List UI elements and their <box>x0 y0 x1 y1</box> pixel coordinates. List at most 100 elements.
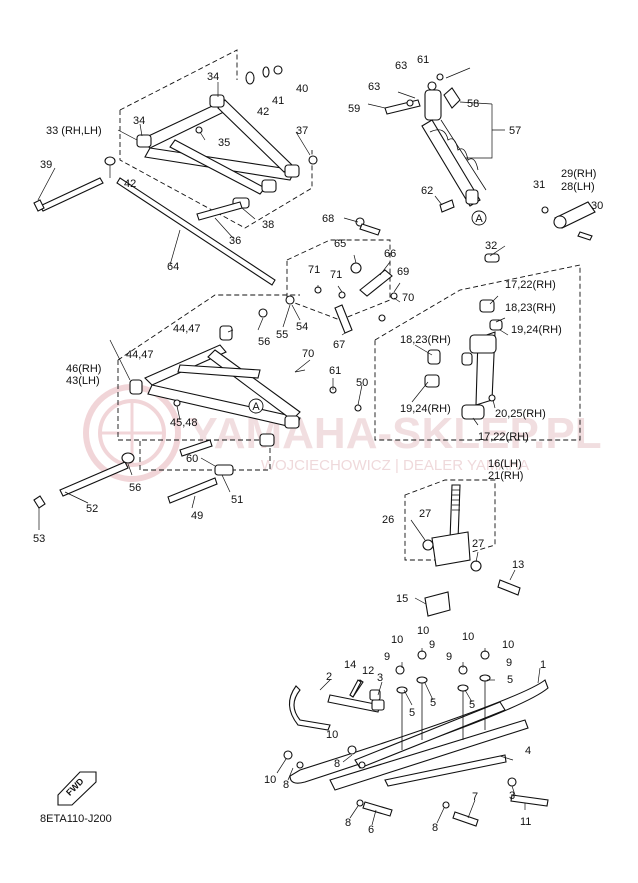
part-label-6: 6 <box>368 824 374 836</box>
part-label-68: 68 <box>322 213 334 225</box>
part-label-50: 50 <box>356 377 368 389</box>
part-label-5a: 5 <box>409 707 415 719</box>
part-label-11: 11 <box>520 816 531 828</box>
watermark-subtitle: WOJCIECHOWICZ | DEALER YAMAHA <box>261 457 529 474</box>
part-label-9d: 9 <box>506 657 512 669</box>
part-label-21: 21(RH) <box>488 470 523 482</box>
part-label-3a: 3 <box>377 672 383 684</box>
part-label-20: 20,25(RH) <box>495 408 546 420</box>
ski-assembly <box>288 679 549 791</box>
part-label-37: 37 <box>296 125 308 137</box>
part-label-59: 59 <box>348 103 360 115</box>
part-label-16: 16(LH) <box>488 458 522 470</box>
watermark-logo-icon <box>83 384 181 482</box>
part-label-40: 40 <box>296 83 308 95</box>
steering-spindle <box>422 484 521 617</box>
part-label-33: 33 (RH,LH) <box>46 125 102 137</box>
part-label-29: 29(RH) <box>561 168 596 180</box>
part-label-70a: 70 <box>302 348 314 360</box>
part-label-56a: 56 <box>258 336 270 348</box>
upper-a-arm <box>33 65 318 221</box>
lower-a-arm <box>33 295 362 509</box>
steering-spindle-group-box <box>404 479 496 561</box>
part-label-34b: 34 <box>133 115 145 127</box>
part-label-10f: 10 <box>264 774 276 786</box>
part-label-9a: 9 <box>384 651 390 663</box>
part-label-12: 12 <box>362 665 374 677</box>
lower-arm-group-box <box>117 294 300 471</box>
part-label-44a: 44,47 <box>173 323 201 335</box>
part-label-9b: 9 <box>429 639 435 651</box>
part-label-13: 13 <box>512 559 524 571</box>
part-label-10e: 10 <box>326 729 338 741</box>
part-label-61b: 61 <box>329 365 341 377</box>
part-label-30: 30 <box>591 200 603 212</box>
part-number-labels: 1 2 3 3 4 5 5 5 5 6 7 8 8 8 8 9 9 9 9 10… <box>33 54 603 836</box>
assembly-group-boxes <box>117 49 581 561</box>
part-label-5b: 5 <box>430 697 436 709</box>
part-label-32: 32 <box>485 240 497 252</box>
callout-a-upper: A <box>471 210 487 226</box>
part-label-15: 15 <box>396 593 408 605</box>
part-label-64: 64 <box>167 261 179 273</box>
upper-arm-group-box <box>119 49 313 229</box>
part-label-2: 2 <box>326 671 332 683</box>
part-label-63a: 63 <box>395 60 407 72</box>
part-label-27a: 27 <box>419 508 431 520</box>
part-label-55: 55 <box>276 329 288 341</box>
part-label-36: 36 <box>229 235 241 247</box>
part-label-35: 35 <box>218 137 230 149</box>
part-label-9c: 9 <box>446 651 452 663</box>
svg-text:A: A <box>475 213 483 225</box>
part-label-42b: 42 <box>124 178 136 190</box>
svg-text:A: A <box>252 401 260 413</box>
part-label-5d: 5 <box>507 674 513 686</box>
part-label-45: 45,48 <box>170 417 198 429</box>
part-label-10b: 10 <box>417 625 429 637</box>
part-label-49: 49 <box>191 510 203 522</box>
part-label-8d: 8 <box>432 822 438 834</box>
part-label-27b: 27 <box>472 538 484 550</box>
leader-lines <box>37 67 541 826</box>
part-label-8c: 8 <box>345 817 351 829</box>
forward-direction-badge: FWD <box>57 771 97 806</box>
part-label-42a: 42 <box>257 106 269 118</box>
part-label-46: 46(RH) <box>66 363 101 375</box>
tie-rod <box>116 177 276 286</box>
part-label-19b: 19,24(RH) <box>400 403 451 415</box>
part-label-38: 38 <box>262 219 274 231</box>
part-label-70b: 70 <box>402 292 414 304</box>
steering-arm <box>484 201 596 263</box>
part-label-28: 28(LH) <box>561 181 595 193</box>
part-label-3b: 3 <box>509 790 515 802</box>
part-label-57: 57 <box>509 125 521 137</box>
spindle-assembly <box>424 299 503 420</box>
part-label-7: 7 <box>472 791 478 803</box>
part-label-39: 39 <box>40 159 52 171</box>
part-label-10d: 10 <box>502 639 514 651</box>
part-label-60: 60 <box>186 453 198 465</box>
part-label-8b: 8 <box>334 758 340 770</box>
part-label-26: 26 <box>382 514 394 526</box>
part-label-18a: 18,23(RH) <box>505 302 556 314</box>
part-label-17b: 17,22(RH) <box>478 431 529 443</box>
part-label-67: 67 <box>333 339 345 351</box>
part-label-71b: 71 <box>330 269 342 281</box>
part-label-65: 65 <box>334 238 346 250</box>
part-label-34a: 34 <box>207 71 219 83</box>
spindle-bushing-group-box <box>374 264 581 441</box>
part-label-31: 31 <box>533 179 545 191</box>
part-label-51: 51 <box>231 494 243 506</box>
part-label-44b: 44,47 <box>126 349 154 361</box>
part-label-43: 43(LH) <box>66 375 100 387</box>
part-label-19a: 19,24(RH) <box>511 324 562 336</box>
part-label-4: 4 <box>525 745 531 757</box>
part-label-62: 62 <box>421 185 433 197</box>
part-label-54: 54 <box>296 321 308 333</box>
part-label-69: 69 <box>397 266 409 278</box>
part-label-8a: 8 <box>283 779 289 791</box>
part-label-41: 41 <box>272 95 284 107</box>
part-label-63b: 63 <box>368 81 380 93</box>
part-label-5c: 5 <box>469 699 475 711</box>
